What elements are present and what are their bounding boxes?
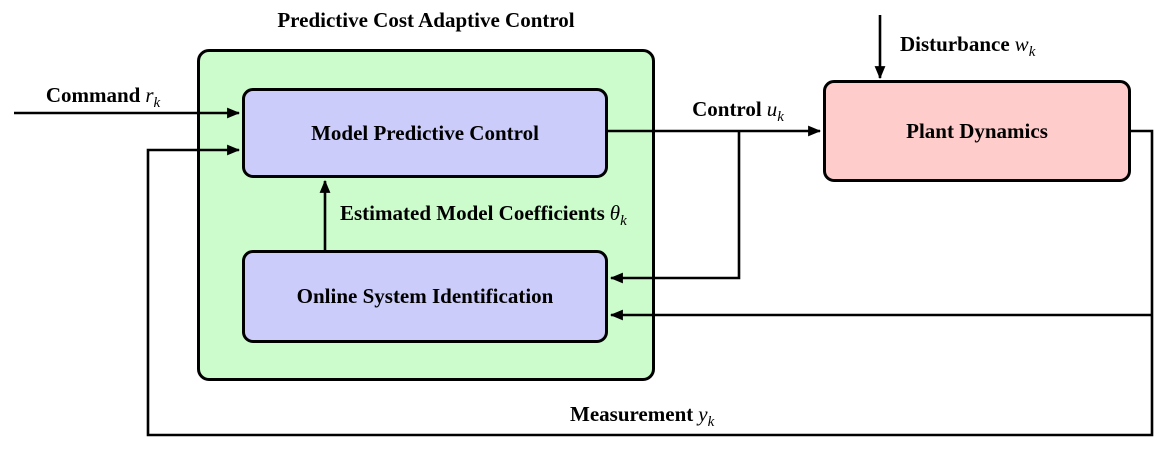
disturbance-signal-subscript: k xyxy=(1028,44,1036,61)
mpc-block-label: Model Predictive Control xyxy=(311,120,539,145)
coefficients-signal-subscript: k xyxy=(620,213,627,230)
diagram-title: Predictive Cost Adaptive Control xyxy=(277,8,575,32)
control-signal-text: Control xyxy=(692,97,762,121)
measurement-signal-symbol: y xyxy=(698,402,708,426)
mpc-block: Model Predictive Control xyxy=(242,88,608,178)
command-signal-subscript: k xyxy=(153,95,161,112)
measurement-signal-text: Measurement xyxy=(570,402,694,426)
osi-block-label: Online System Identification xyxy=(296,284,554,308)
control-signal-subscript: k xyxy=(777,109,784,126)
measurement-signal-subscript: k xyxy=(707,414,715,431)
disturbance-signal-symbol: w xyxy=(1014,32,1029,56)
plant-block: Plant Dynamics xyxy=(823,80,1131,182)
plant-block-label: Plant Dynamics xyxy=(906,118,1048,143)
disturbance-signal-text: Disturbance xyxy=(900,32,1010,56)
command-signal-symbol: r xyxy=(145,83,154,107)
coefficients-signal-text: Estimated Model Coefficients xyxy=(340,201,605,225)
command-signal-text: Command xyxy=(45,83,141,107)
coefficients-signal-symbol: θ xyxy=(609,201,621,225)
osi-block: Online System Identification xyxy=(242,250,608,343)
control-signal-symbol: u xyxy=(766,97,778,121)
